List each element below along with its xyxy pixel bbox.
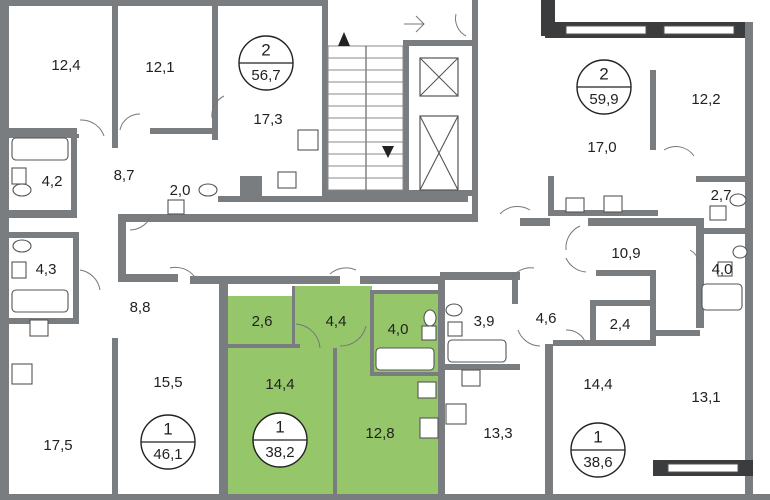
unit-badge[interactable]: 2 56,7 [238, 35, 294, 91]
unit-area: 38,2 [265, 444, 294, 461]
room-area-label: 10,9 [611, 245, 640, 262]
room-area-label: 17,5 [43, 437, 72, 454]
unit-area: 46,1 [153, 446, 182, 463]
bathtub-icon [11, 137, 69, 161]
room-area-label: 4,3 [36, 261, 57, 278]
room-area-label: 4,4 [326, 313, 347, 330]
kitchen-sink-icon [565, 197, 585, 213]
fixtures [11, 129, 748, 439]
kitchen-sink-icon [29, 319, 49, 337]
sink-icon [167, 199, 185, 215]
unit-area: 38,6 [583, 454, 612, 471]
room-area-label: 4,0 [388, 321, 409, 338]
room-area-label: 2,4 [610, 316, 631, 333]
sink-icon [11, 167, 27, 185]
unit-rooms: 1 [275, 417, 284, 436]
bathtub-icon [447, 339, 507, 363]
unit-rooms: 1 [593, 427, 602, 446]
sink-icon [709, 205, 727, 221]
unit-rooms: 1 [163, 419, 172, 438]
sink-icon [421, 325, 437, 341]
unit-badge[interactable]: 1 46,1 [140, 414, 196, 470]
unit-rooms: 2 [599, 64, 608, 83]
room-area-label: 12,2 [691, 91, 720, 108]
room-area-label: 13,3 [483, 425, 512, 442]
room-area-label: 12,8 [365, 425, 394, 442]
toilet-icon [12, 239, 32, 253]
unit-rooms: 2 [261, 40, 270, 59]
stairwell [327, 32, 459, 191]
unit-badge[interactable]: 1 38,6 [570, 422, 626, 478]
doors [79, 13, 701, 349]
room-area-label: 12,1 [145, 59, 174, 76]
room-hallway-b [294, 286, 372, 344]
room-area-label: 3,9 [474, 313, 495, 330]
toilet-icon [423, 309, 437, 327]
room-area-label: 14,4 [583, 376, 612, 393]
toilet-icon [198, 183, 218, 197]
room-area-label: 12,4 [51, 57, 80, 74]
toilet-icon [729, 193, 747, 207]
stove-icon [297, 129, 319, 151]
room-area-label: 4,6 [536, 310, 557, 327]
sink-icon [11, 261, 27, 279]
room-area-label: 8,8 [130, 299, 151, 316]
room-hallway-a [228, 296, 294, 344]
room-area-label: 15,5 [153, 374, 182, 391]
toilet-icon [732, 245, 748, 259]
room-area-label: 4,2 [42, 173, 63, 190]
toilet-icon [12, 183, 32, 197]
room-area-label: 14,4 [265, 376, 294, 393]
toilet-icon [445, 303, 463, 317]
stove-icon [11, 363, 33, 385]
unit-area: 59,9 [589, 91, 618, 108]
unit-badge[interactable]: 1 38,2 [252, 412, 308, 468]
room-area-label: 2,6 [252, 313, 273, 330]
stove-icon [419, 417, 439, 439]
stove-icon [603, 195, 623, 213]
kitchen-sink-icon [417, 381, 437, 399]
room-labels: 12,4 12,1 17,3 8,7 4,2 2,0 17,0 12,2 2,7… [36, 57, 733, 454]
arrow-down-icon [382, 146, 394, 158]
bathtub-icon [701, 283, 743, 311]
bathtub-icon [11, 289, 69, 313]
arrow-up-icon [338, 32, 350, 46]
room-area-label: 17,3 [253, 111, 282, 128]
unit-area: 56,7 [251, 67, 280, 84]
room-area-label: 13,1 [691, 389, 720, 406]
sink-icon [447, 321, 463, 337]
unit-badge[interactable]: 2 59,9 [576, 59, 632, 115]
room-area-label: 4,0 [712, 261, 733, 278]
stove-icon [445, 403, 467, 425]
room-area-label: 17,0 [587, 139, 616, 156]
bathtub-icon [375, 347, 435, 371]
room-area-label: 8,7 [114, 167, 135, 184]
room-area-label: 2,0 [170, 182, 191, 199]
sink-icon [717, 261, 733, 277]
kitchen-sink-icon [461, 369, 481, 387]
room-area-label: 2,7 [711, 187, 732, 204]
kitchen-sink-icon [277, 171, 297, 189]
